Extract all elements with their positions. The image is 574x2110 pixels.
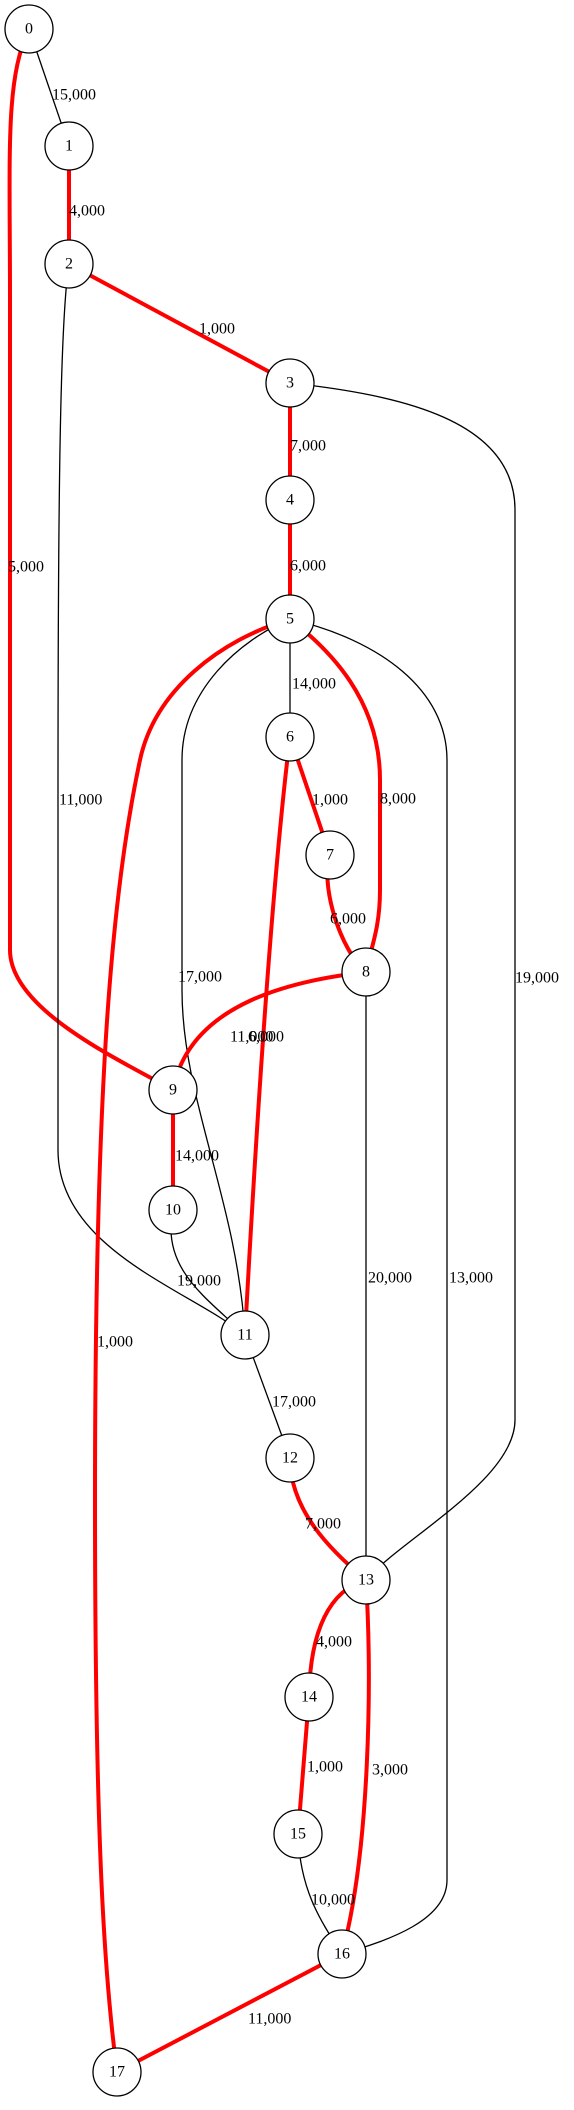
node-8: 8 — [341, 947, 391, 997]
edges-layer — [7, 28, 516, 2074]
node-circle-8 — [341, 947, 391, 997]
edge-label-1-2: 4,000 — [69, 203, 105, 220]
edge-label-13-16: 3,000 — [372, 1762, 408, 1779]
node-circle-15 — [273, 1809, 323, 1859]
edge-label-5-16: 13,000 — [449, 1270, 493, 1287]
edge-label-5-6: 14,000 — [292, 676, 336, 693]
node-7: 7 — [305, 830, 355, 880]
node-circle-11 — [220, 1310, 270, 1360]
edge-5-11 — [181, 618, 291, 1336]
edge-label-0-9: 5,000 — [8, 559, 44, 576]
node-1: 1 — [44, 121, 94, 171]
edge-5-17 — [92, 617, 291, 2073]
node-label-9: 9 — [169, 1082, 177, 1099]
node-label-11: 11 — [237, 1327, 252, 1344]
node-14: 14 — [284, 1672, 334, 1722]
edge-label-16-17: 11,000 — [248, 2011, 291, 2028]
edge-label-2-3: 1,000 — [199, 321, 235, 338]
node-circle-5 — [265, 594, 315, 644]
node-circle-14 — [284, 1672, 334, 1722]
node-2: 2 — [44, 239, 94, 289]
node-circle-13 — [341, 1555, 391, 1605]
edge-label-8-9: 11,000 — [230, 1029, 273, 1046]
node-circle-9 — [148, 1065, 198, 1115]
edge-5-8 — [288, 617, 382, 973]
edge-label-0-1: 15,000 — [52, 87, 96, 104]
node-label-13: 13 — [358, 1572, 374, 1589]
node-17: 17 — [92, 2047, 142, 2097]
edge-16-17 — [116, 1952, 343, 2074]
node-circle-6 — [265, 712, 315, 762]
node-label-7: 7 — [326, 847, 334, 864]
edge-0-9 — [7, 28, 174, 1092]
node-6: 6 — [265, 712, 315, 762]
node-circle-16 — [317, 1929, 367, 1979]
edge-label-8-13: 20,000 — [368, 1270, 412, 1287]
node-label-16: 16 — [334, 1946, 350, 1963]
node-circle-3 — [265, 358, 315, 408]
node-13: 13 — [341, 1555, 391, 1605]
edge-13-16 — [340, 1579, 371, 1955]
node-4: 4 — [265, 475, 315, 525]
node-0: 0 — [4, 4, 54, 54]
node-11: 11 — [220, 1310, 270, 1360]
node-label-2: 2 — [65, 256, 73, 273]
node-label-4: 4 — [286, 492, 294, 509]
node-circle-1 — [44, 121, 94, 171]
node-label-3: 3 — [286, 375, 294, 392]
edge-label-5-11: 17,000 — [178, 969, 222, 986]
edge-label-9-10: 14,000 — [175, 1148, 219, 1165]
edge-label-12-13: 7,000 — [305, 1516, 341, 1533]
edge-label-7-8: 6,000 — [330, 911, 366, 928]
edge-label-6-11: 6,000 — [248, 1029, 284, 1046]
node-label-10: 10 — [165, 1202, 181, 1219]
node-circle-4 — [265, 475, 315, 525]
edge-labels-layer: 15,0005,0004,0001,00011,0007,00019,0006,… — [8, 87, 559, 2028]
node-circle-7 — [305, 830, 355, 880]
node-circle-17 — [92, 2047, 142, 2097]
edge-label-10-11: 19,000 — [177, 1273, 221, 1290]
node-label-8: 8 — [362, 964, 370, 981]
node-label-1: 1 — [65, 138, 73, 155]
edge-label-3-13: 19,000 — [515, 970, 559, 987]
node-16: 16 — [317, 1929, 367, 1979]
edge-label-2-11: 11,000 — [59, 792, 102, 809]
node-label-15: 15 — [290, 1826, 306, 1843]
node-label-0: 0 — [25, 21, 33, 38]
node-9: 9 — [148, 1065, 198, 1115]
edge-label-5-8: 8,000 — [380, 791, 416, 808]
edge-2-3 — [68, 262, 291, 385]
node-label-6: 6 — [286, 729, 294, 746]
node-circle-2 — [44, 239, 94, 289]
node-circle-12 — [265, 1433, 315, 1483]
node-circle-10 — [148, 1185, 198, 1235]
edge-label-6-7: 1,000 — [312, 792, 348, 809]
edge-label-11-12: 17,000 — [272, 1394, 316, 1411]
edge-label-15-16: 10,000 — [311, 1892, 355, 1909]
node-label-17: 17 — [109, 2064, 125, 2081]
edge-label-14-15: 1,000 — [307, 1759, 343, 1776]
edge-3-13 — [289, 382, 516, 1581]
node-12: 12 — [265, 1433, 315, 1483]
edge-label-4-5: 6,000 — [290, 558, 326, 575]
edge-label-13-14: 4,000 — [316, 1634, 352, 1651]
edge-6-11 — [243, 736, 292, 1336]
node-label-5: 5 — [286, 611, 294, 628]
edge-2-11 — [57, 263, 246, 1336]
edge-label-3-4: 7,000 — [290, 438, 326, 455]
node-3: 3 — [265, 358, 315, 408]
edge-5-16 — [289, 618, 448, 1955]
node-circle-0 — [4, 4, 54, 54]
node-label-12: 12 — [282, 1450, 298, 1467]
node-label-14: 14 — [301, 1689, 317, 1706]
node-15: 15 — [273, 1809, 323, 1859]
node-10: 10 — [148, 1185, 198, 1235]
edge-label-5-17: 1,000 — [97, 1334, 133, 1351]
node-5: 5 — [265, 594, 315, 644]
edge-8-9 — [171, 970, 367, 1091]
